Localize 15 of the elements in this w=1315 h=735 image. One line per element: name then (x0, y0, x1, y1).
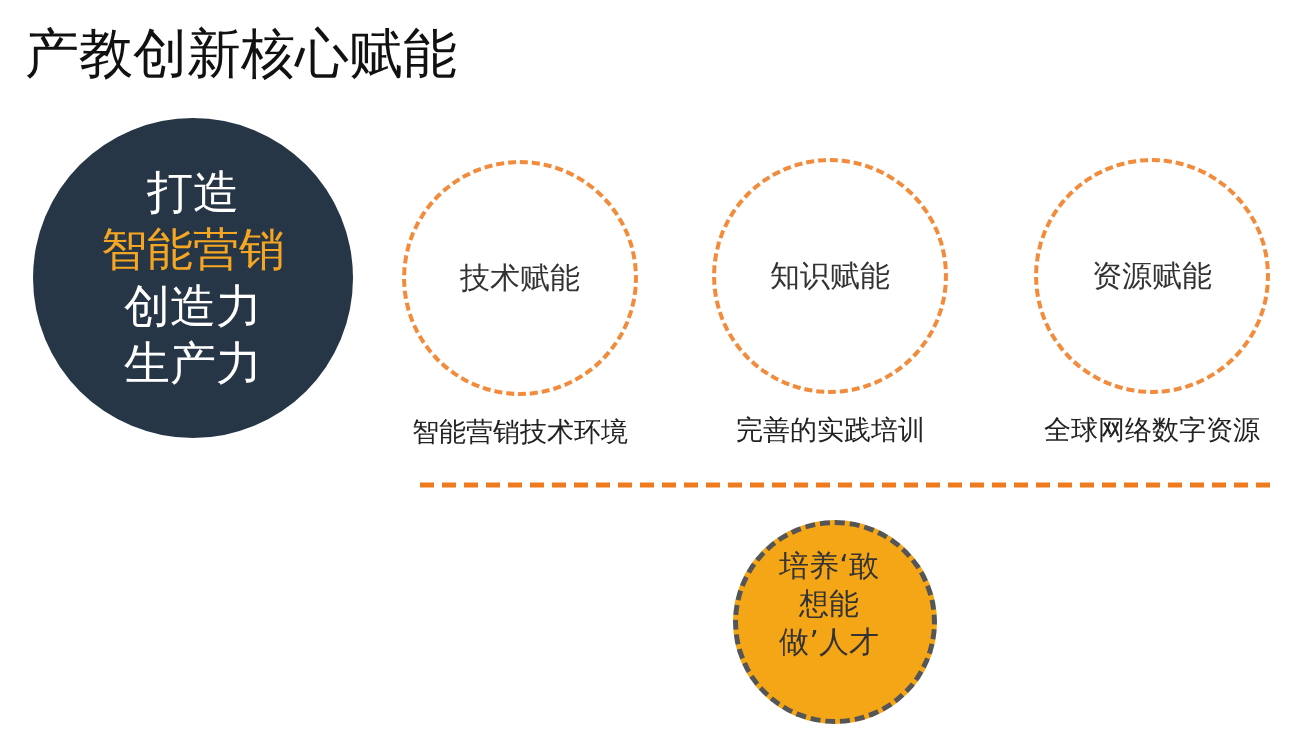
dashed-circle (1034, 158, 1270, 394)
circle-text: 知识赋能 (769, 257, 891, 295)
circle-text: 培养‘敢想能做’人才 (778, 547, 880, 661)
circle-text: 智能营销 (100, 221, 286, 278)
node-label: 完善的实践培训 (734, 413, 926, 447)
dashed-circle (402, 160, 638, 396)
dashed-circle (712, 158, 948, 394)
circle-text: 创造力 (123, 278, 263, 335)
title: 产教创新核心赋能 (25, 21, 457, 87)
node-label: 全球网络数字资源 (1043, 413, 1261, 447)
circle-text: 打造 (146, 164, 240, 221)
circle-text: 生产力 (123, 335, 263, 392)
circle-text: 技术赋能 (459, 259, 581, 297)
node-label: 智能营销技术环境 (411, 415, 629, 449)
circle-text: 资源赋能 (1091, 257, 1213, 295)
